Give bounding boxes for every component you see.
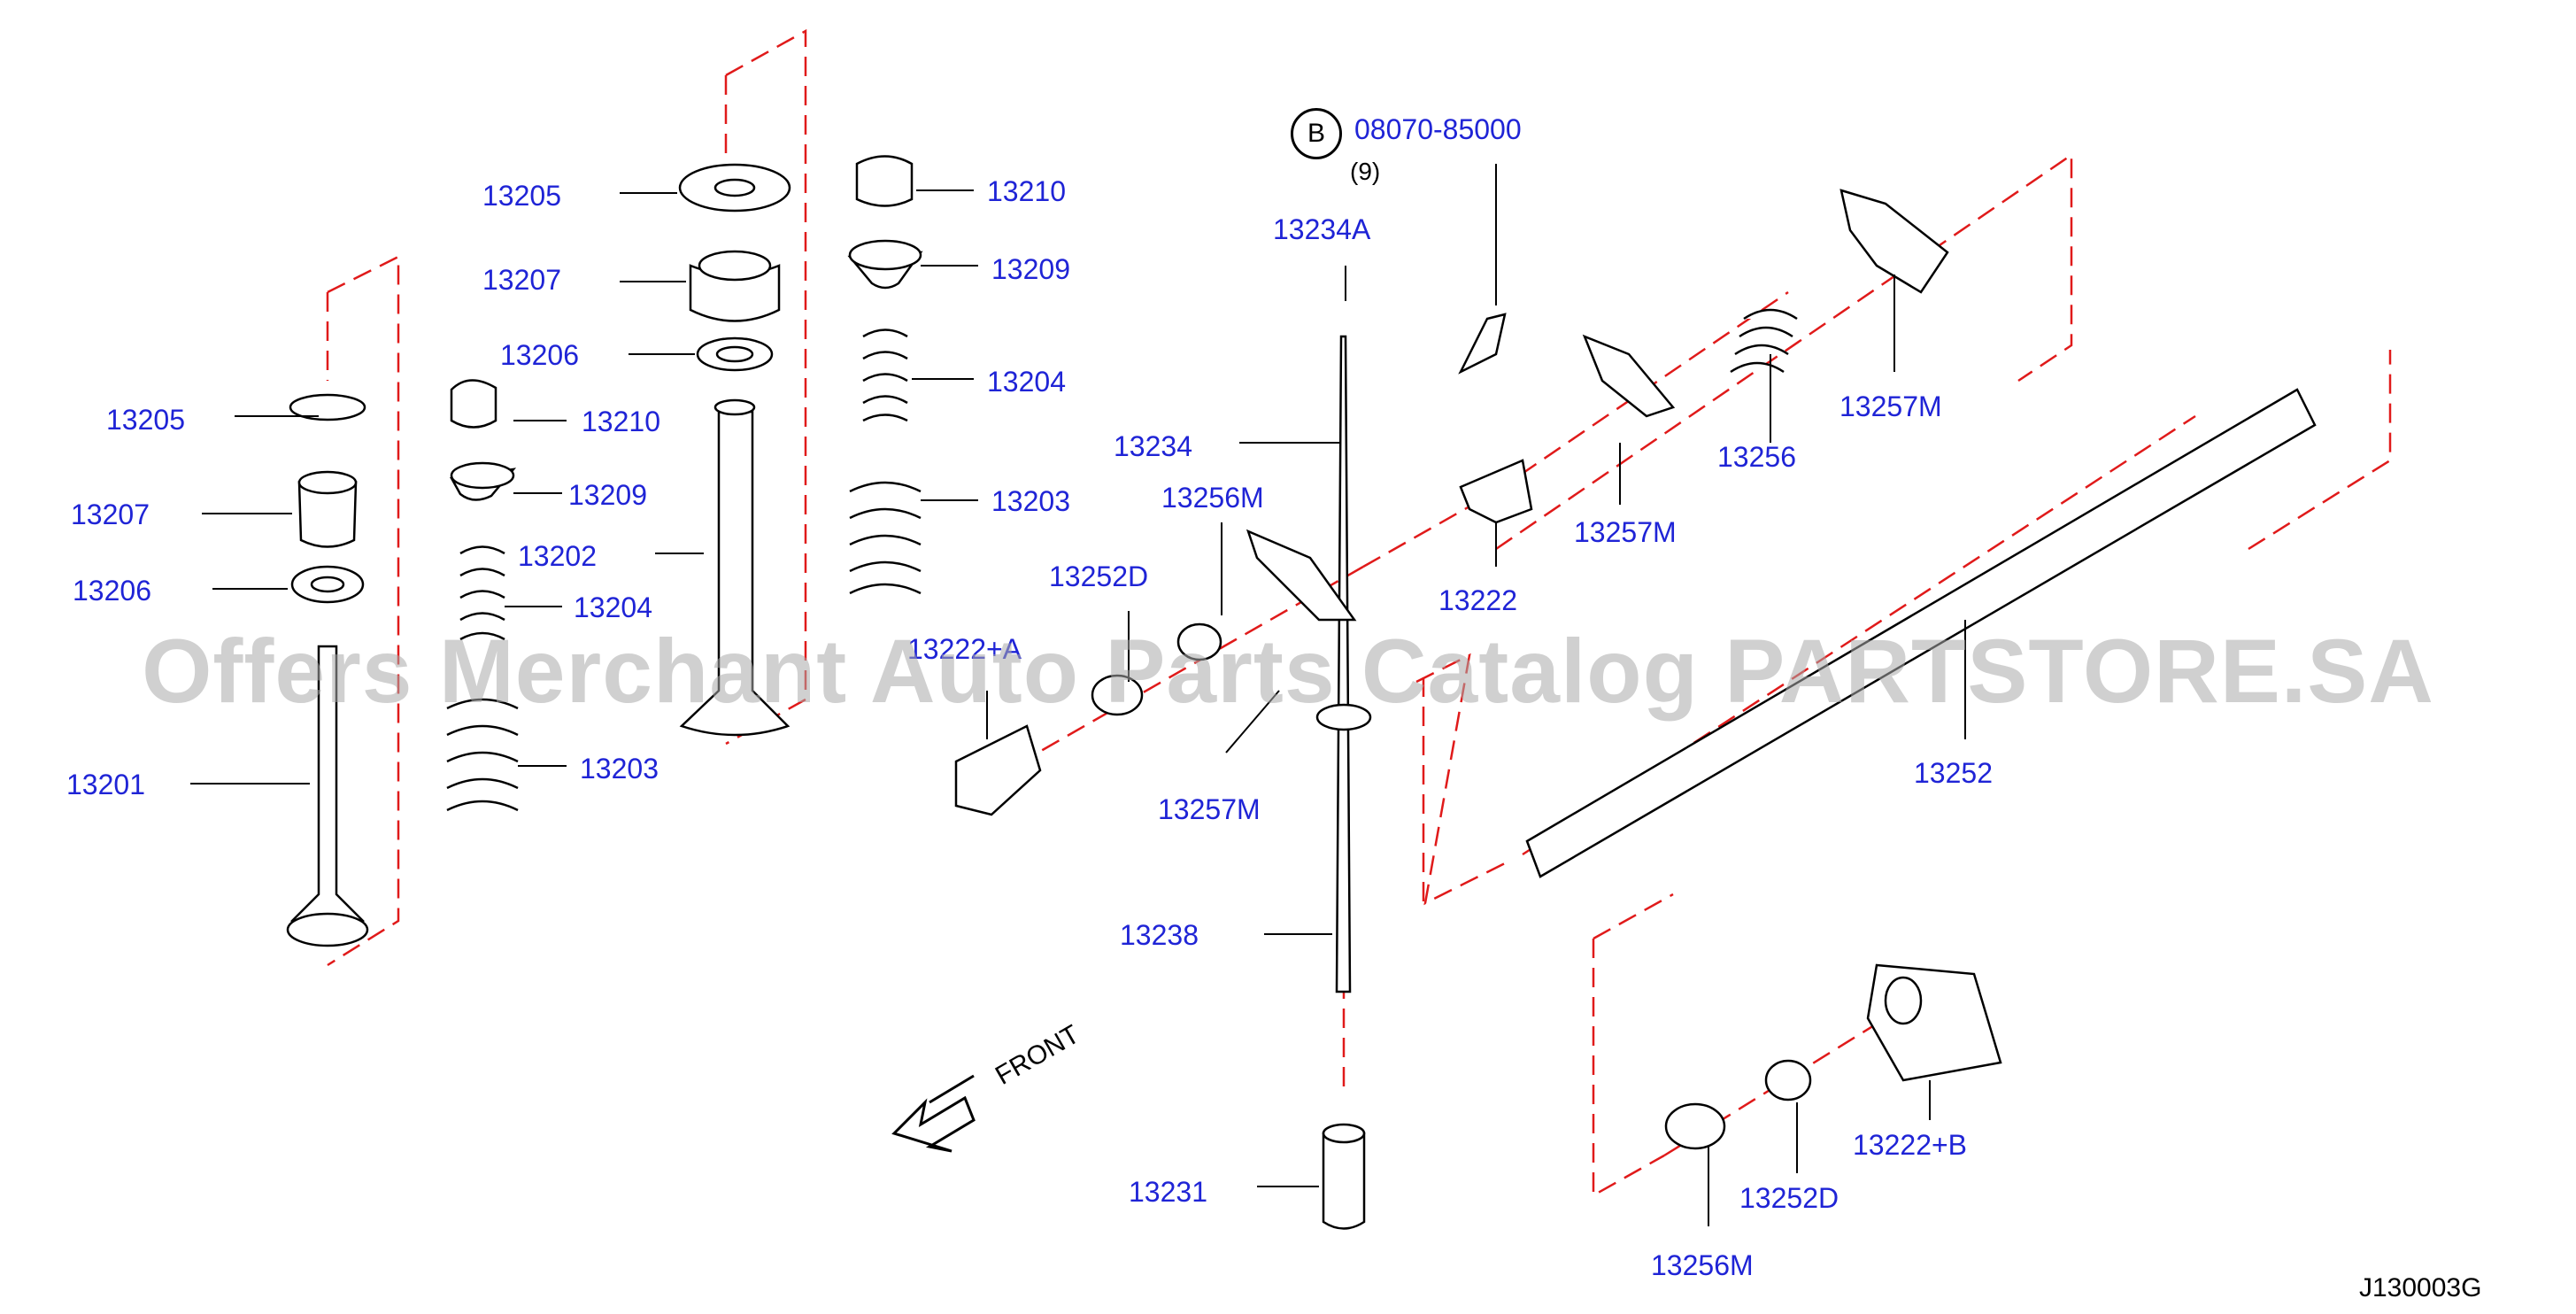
front-arrow [891, 1074, 976, 1153]
label-13204-right[interactable]: 13204 [987, 366, 1066, 398]
valve-parts-mid [446, 163, 791, 812]
label-08070-85000[interactable]: 08070-85000 [1354, 113, 1522, 145]
label-13201[interactable]: 13201 [66, 769, 145, 800]
leader-lines [190, 164, 1966, 1226]
valve-parts-left [286, 393, 369, 947]
label-13256M-a[interactable]: 13256M [1161, 482, 1264, 514]
label-13234[interactable]: 13234 [1114, 430, 1192, 462]
quantity-note: (9) [1350, 158, 1381, 185]
rocker-assembly [954, 189, 2317, 1230]
label-13206-left[interactable]: 13206 [73, 575, 151, 607]
label-13231[interactable]: 13231 [1129, 1176, 1207, 1208]
label-13222-A[interactable]: 13222+A [907, 633, 1022, 665]
label-13209-mid[interactable]: 13209 [568, 479, 647, 511]
label-13205-left[interactable]: 13205 [106, 404, 185, 436]
label-13207-mid[interactable]: 13207 [482, 264, 561, 296]
label-13203-right[interactable]: 13203 [991, 485, 1070, 517]
valve-parts-right [847, 155, 923, 595]
label-13238[interactable]: 13238 [1120, 919, 1199, 951]
bolt-callout-circle: B [1291, 108, 1342, 159]
rocker-shaft [1525, 388, 2317, 878]
label-13256M-b[interactable]: 13256M [1651, 1249, 1754, 1281]
label-13222-B[interactable]: 13222+B [1853, 1129, 1968, 1161]
label-13210-right[interactable]: 13210 [987, 175, 1066, 207]
label-13257M-c[interactable]: 13257M [1839, 390, 1942, 422]
label-13252[interactable]: 13252 [1914, 757, 1993, 789]
label-13206-mid[interactable]: 13206 [500, 339, 579, 371]
label-13203-mid[interactable]: 13203 [580, 753, 659, 785]
label-13256[interactable]: 13256 [1717, 441, 1796, 473]
diagram-code: J130003G [2359, 1273, 2482, 1302]
label-13209-right[interactable]: 13209 [991, 253, 1070, 285]
label-13204-mid[interactable]: 13204 [574, 591, 652, 623]
label-13207-left[interactable]: 13207 [71, 499, 150, 530]
label-13205-mid[interactable]: 13205 [482, 180, 561, 212]
label-13222[interactable]: 13222 [1438, 584, 1517, 616]
label-13234A[interactable]: 13234A [1273, 213, 1371, 245]
label-13257M-a[interactable]: 13257M [1158, 793, 1261, 825]
label-13210-mid[interactable]: 13210 [582, 406, 660, 437]
label-13202[interactable]: 13202 [518, 540, 597, 572]
label-13252D-b[interactable]: 13252D [1739, 1182, 1839, 1214]
label-13257M-b[interactable]: 13257M [1574, 516, 1677, 548]
label-13252D-a[interactable]: 13252D [1049, 560, 1149, 592]
